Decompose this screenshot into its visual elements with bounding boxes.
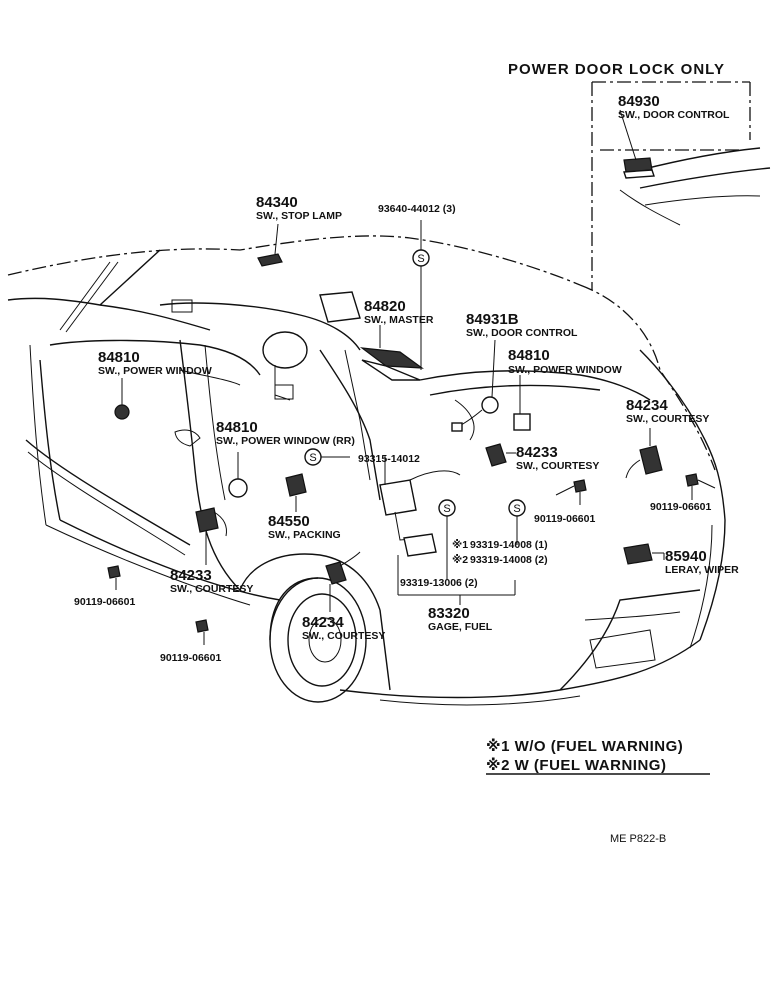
- courtesy-switch-right: [625, 428, 663, 479]
- stop-lamp-switch: [257, 223, 283, 267]
- front-wheel: [269, 577, 367, 703]
- header-text: POWER DOOR LOCK ONLY: [508, 61, 725, 78]
- part-desc-84233-center: SW., COURTESY: [516, 460, 599, 472]
- part-desc-84820: SW., MASTER: [364, 314, 434, 326]
- part-number-83320: 83320: [428, 605, 470, 622]
- master-switch: [359, 325, 424, 381]
- part-number-84810-left: 84810: [98, 349, 140, 366]
- screw-symbols: S S S S: [304, 220, 526, 580]
- door-inset-panel: [591, 81, 771, 290]
- wiper-relay: [623, 543, 664, 565]
- figure-code: ME P822-B: [610, 833, 666, 845]
- part-desc-83320: GAGE, FUEL: [428, 621, 493, 633]
- part-desc-85940: LERAY, WIPER: [665, 564, 739, 576]
- part-number-93319-1: 93319-14008 (1): [470, 539, 548, 551]
- part-number-84820: 84820: [364, 298, 406, 315]
- part-number-90119-bottom: 90119-06601: [160, 652, 221, 664]
- door-control-switch-84930: [623, 157, 655, 179]
- part-desc-84810-right: SW., POWER WINDOW: [508, 364, 622, 376]
- courtesy-switch-left: [195, 507, 227, 565]
- power-window-switch-left: [114, 378, 130, 420]
- part-number-90119-left: 90119-06601: [74, 596, 135, 608]
- part-number-84550: 84550: [268, 513, 310, 530]
- part-prefix-93319-1: ※1: [452, 539, 468, 551]
- packing-switch: [285, 473, 307, 512]
- part-number-84930: 84930: [618, 93, 660, 110]
- part-number-84234-right: 84234: [626, 397, 668, 414]
- part-number-85940: 85940: [665, 548, 707, 565]
- part-number-93319-13006: 93319-13006 (2): [400, 577, 478, 589]
- part-number-84340: 84340: [256, 194, 298, 211]
- part-number-84810-right: 84810: [508, 347, 550, 364]
- part-number-93315: 93315-14012: [358, 453, 420, 465]
- part-number-90119-right: 90119-06601: [650, 501, 711, 513]
- part-prefix-93319-2: ※2: [452, 554, 468, 566]
- door-control-switch-84931b: [451, 339, 499, 432]
- part-desc-84550: SW., PACKING: [268, 529, 341, 541]
- part-number-90119-center: 90119-06601: [534, 513, 595, 525]
- part-number-84234-left: 84234: [302, 614, 344, 631]
- screw-symbol-text: S: [417, 253, 424, 265]
- part-number-84233-left: 84233: [170, 567, 212, 584]
- part-number-84931b: 84931B: [466, 311, 519, 328]
- screw-symbol-text: S: [443, 503, 450, 515]
- screw-symbol-text: S: [309, 452, 316, 464]
- part-desc-84233-left: SW., COURTESY: [170, 583, 253, 595]
- courtesy-switch-center: [485, 443, 516, 467]
- power-window-switch-right: [513, 375, 531, 431]
- part-desc-84931b: SW., DOOR CONTROL: [466, 327, 578, 339]
- part-number-84233-center: 84233: [516, 444, 558, 461]
- legend-note-2: ※2 W (FUEL WARNING): [486, 756, 666, 774]
- part-number-93640: 93640-44012 (3): [378, 203, 456, 215]
- part-desc-84930: SW., DOOR CONTROL: [618, 109, 730, 121]
- part-desc-84810-rr: SW., POWER WINDOW (RR): [216, 435, 355, 447]
- part-desc-84340: SW., STOP LAMP: [256, 210, 342, 222]
- part-number-84810-rr: 84810: [216, 419, 258, 436]
- power-window-switch-rr: [228, 452, 248, 498]
- part-desc-84810-left: SW., POWER WINDOW: [98, 365, 212, 377]
- courtesy-switch-lower: [325, 551, 361, 612]
- part-desc-84234-right: SW., COURTESY: [626, 413, 709, 425]
- screw-symbol-text: S: [513, 503, 520, 515]
- car-body-outline: [7, 235, 726, 706]
- legend-note-1: ※1 W/O (FUEL WARNING): [486, 737, 683, 755]
- part-number-93319-2: 93319-14008 (2): [470, 554, 548, 566]
- fuel-gage: [379, 455, 516, 605]
- screw-bolts: [107, 473, 699, 645]
- leader-lines: [555, 109, 716, 560]
- part-desc-84234-left: SW., COURTESY: [302, 630, 385, 642]
